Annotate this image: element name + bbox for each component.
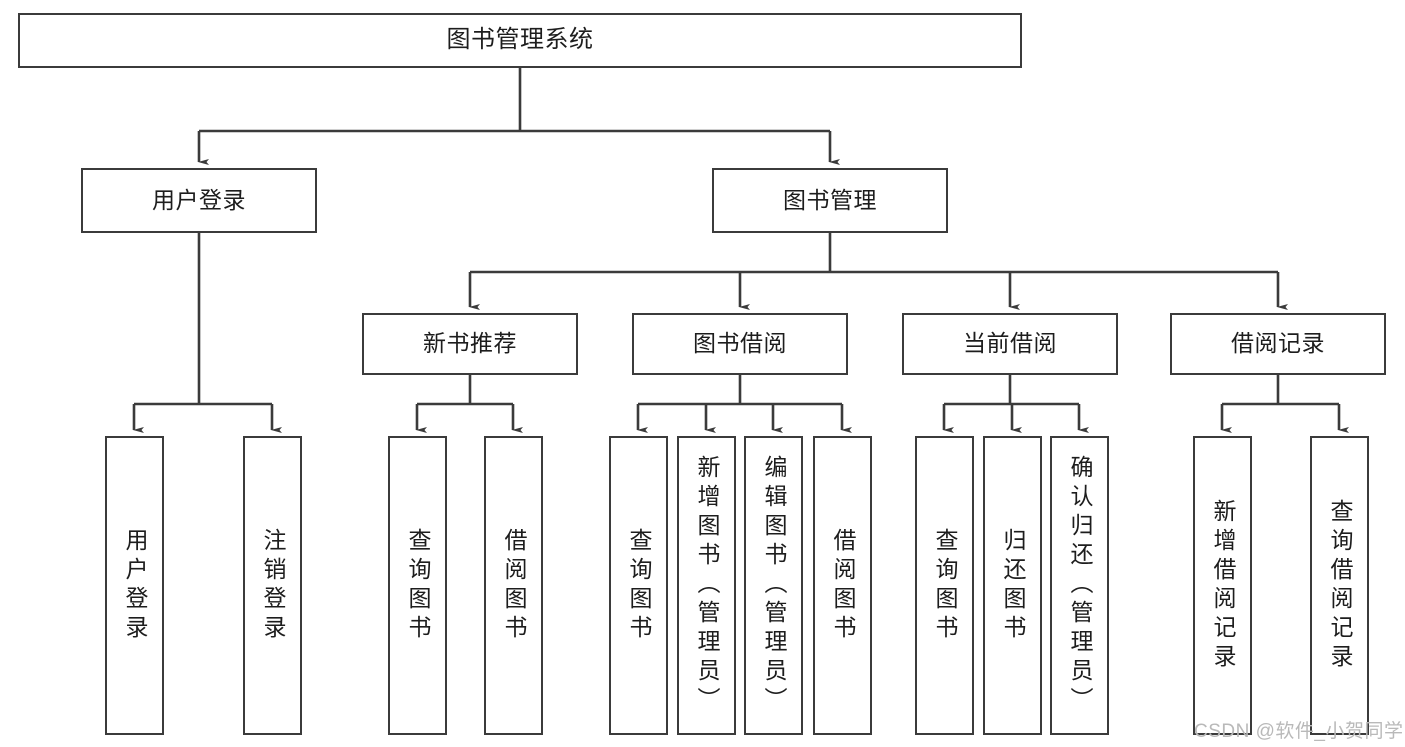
node-leaf-user-login-label: 用户登录 (122, 527, 148, 644)
node-leaf-query-book-3[interactable]: 查询图书 (915, 436, 974, 735)
node-leaf-user-login[interactable]: 用户登录 (105, 436, 164, 735)
node-leaf-borrow-book-2[interactable]: 借阅图书 (813, 436, 872, 735)
node-borrow-record-label: 借阅记录 (1231, 330, 1325, 357)
node-leaf-query-book-1[interactable]: 查询图书 (388, 436, 447, 735)
node-leaf-edit-book-label: 编辑图书（管理员） (761, 455, 787, 716)
node-leaf-borrow-book-2-label: 借阅图书 (830, 527, 856, 644)
node-borrow-record[interactable]: 借阅记录 (1170, 313, 1386, 375)
node-leaf-query-book-3-label: 查询图书 (932, 527, 958, 644)
node-leaf-query-book-1-label: 查询图书 (405, 527, 431, 644)
node-book-borrow-label: 图书借阅 (693, 330, 787, 357)
node-book-manage-label: 图书管理 (783, 186, 877, 213)
node-leaf-query-record-label: 查询借阅记录 (1327, 498, 1353, 673)
node-user-login[interactable]: 用户登录 (81, 168, 317, 233)
node-leaf-borrow-book-1[interactable]: 借阅图书 (484, 436, 543, 735)
node-leaf-add-book-label: 新增图书（管理员） (694, 455, 720, 716)
node-current-borrow[interactable]: 当前借阅 (902, 313, 1118, 375)
node-leaf-logout-label: 注销登录 (260, 527, 286, 644)
node-new-book-recommend-label: 新书推荐 (423, 330, 517, 357)
node-root[interactable]: 图书管理系统 (18, 13, 1022, 68)
node-new-book-recommend[interactable]: 新书推荐 (362, 313, 578, 375)
node-leaf-logout[interactable]: 注销登录 (243, 436, 302, 735)
node-leaf-confirm-return-label: 确认归还（管理员） (1067, 455, 1093, 716)
node-leaf-return-book[interactable]: 归还图书 (983, 436, 1042, 735)
node-leaf-add-book[interactable]: 新增图书（管理员） (677, 436, 736, 735)
node-leaf-confirm-return[interactable]: 确认归还（管理员） (1050, 436, 1109, 735)
watermark: CSDN @软件_小贺同学 (1194, 721, 1404, 742)
node-leaf-return-book-label: 归还图书 (1000, 527, 1026, 644)
node-book-manage[interactable]: 图书管理 (712, 168, 948, 233)
node-leaf-query-book-2[interactable]: 查询图书 (609, 436, 668, 735)
node-user-login-label: 用户登录 (152, 186, 246, 213)
node-leaf-query-record[interactable]: 查询借阅记录 (1310, 436, 1369, 735)
node-current-borrow-label: 当前借阅 (963, 330, 1057, 357)
node-root-label: 图书管理系统 (446, 26, 594, 54)
node-leaf-add-record[interactable]: 新增借阅记录 (1193, 436, 1252, 735)
node-leaf-query-book-2-label: 查询图书 (626, 527, 652, 644)
node-leaf-edit-book[interactable]: 编辑图书（管理员） (744, 436, 803, 735)
node-leaf-add-record-label: 新增借阅记录 (1210, 498, 1236, 673)
node-leaf-borrow-book-1-label: 借阅图书 (501, 527, 527, 644)
node-book-borrow[interactable]: 图书借阅 (632, 313, 848, 375)
